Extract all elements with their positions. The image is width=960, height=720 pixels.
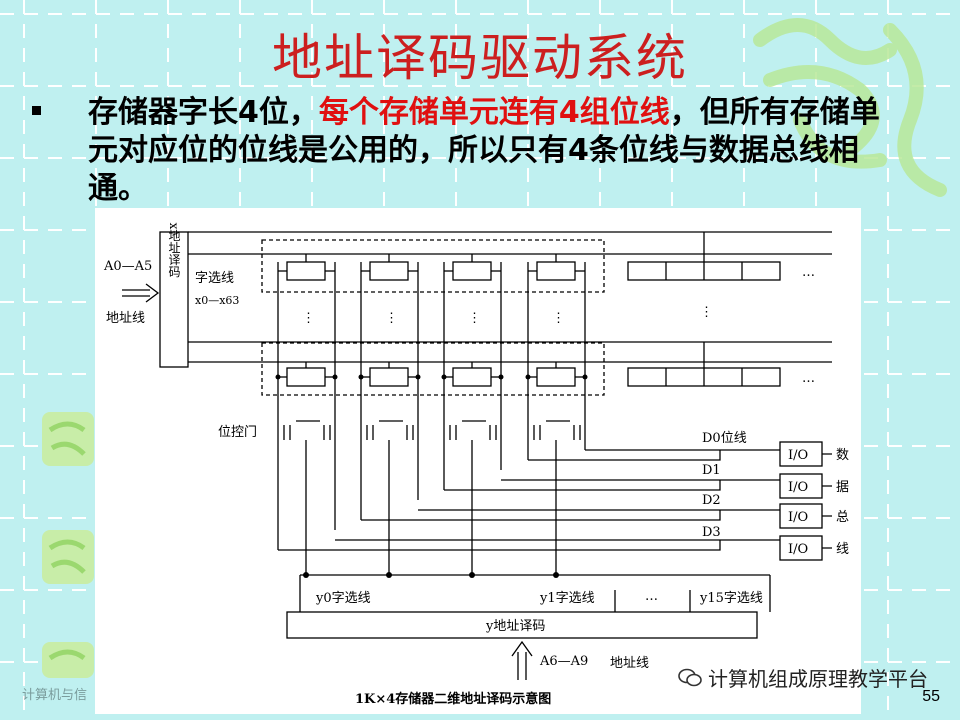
y0-select-label: y0字选线 xyxy=(315,591,371,606)
vdots-4: ⋮ xyxy=(700,305,713,320)
bus-char-1: 据 xyxy=(836,480,849,495)
io-label-3: I/O xyxy=(788,542,808,557)
watermark: 计算机组成原理教学平台 xyxy=(678,663,928,692)
diagram-caption: 1K×4存储器二维地址译码示意图 xyxy=(355,691,551,707)
x-decoder-box xyxy=(159,231,189,368)
bit-gate-label: 位控门 xyxy=(218,425,257,440)
vdots-0: ⋮ xyxy=(302,311,315,326)
page-number: 55 xyxy=(922,688,940,705)
decorative-logo-small xyxy=(42,530,94,584)
d0-label: D0位线 xyxy=(702,431,747,446)
y-address-label: A6—A9 xyxy=(539,654,588,669)
footer-course-label: 计算机与信 xyxy=(22,688,88,703)
memory-column-0 xyxy=(277,254,336,425)
io-label-1: I/O xyxy=(788,480,808,495)
io-box-2 xyxy=(779,503,823,529)
x-decoder-label: x地址译码 xyxy=(167,223,181,278)
vdots-3: ⋮ xyxy=(552,311,565,326)
bullet-square-icon xyxy=(32,106,41,115)
io-label-0: I/O xyxy=(788,448,808,463)
bullet-highlight: 每个存储单元连有4组位线 xyxy=(318,95,670,130)
d3-label: D3 xyxy=(702,525,721,540)
address-label: 地址线 xyxy=(106,311,145,326)
bullet-text-rest: ，但所有存储单元对应位的位线是公用的，所以只有4条位线与数据总线相通。 xyxy=(88,95,880,206)
decorative-logo-small xyxy=(42,412,94,466)
watermark-text: 计算机组成原理教学平台 xyxy=(708,667,928,691)
x-range-label: x0—x63 xyxy=(195,294,239,307)
y-decoder-label: y地址译码 xyxy=(485,619,545,634)
y-decoder-box xyxy=(286,611,758,639)
y-address-line-label: 地址线 xyxy=(610,656,649,671)
bus-char-3: 线 xyxy=(836,542,849,557)
bus-char-0: 数 xyxy=(836,448,849,463)
address-in-label: A0—A5 xyxy=(103,259,152,274)
decorative-logo-small xyxy=(42,642,94,678)
slide-title: 地址译码驱动系统 xyxy=(272,29,688,87)
io-box-1 xyxy=(779,473,823,499)
d2-label: D2 xyxy=(702,493,721,508)
y1-select-label: y1字选线 xyxy=(539,591,595,606)
vdots-1: ⋮ xyxy=(385,311,398,326)
row-ellipsis-top: … xyxy=(802,265,815,280)
decorative-logo-large xyxy=(753,18,947,197)
address-decoding-diagram: x地址译码 A0—A5 地址线 字选线 x0—x63 位控门 D0位线 D1 D… xyxy=(103,223,849,707)
memory-column-2 xyxy=(443,254,502,425)
memory-column-1 xyxy=(360,254,419,425)
memory-column-3 xyxy=(527,254,586,425)
y-ellipsis: … xyxy=(645,589,658,604)
word-select-label: 字选线 xyxy=(195,271,234,286)
y15-select-label: y15字选线 xyxy=(699,591,763,606)
io-label-2: I/O xyxy=(788,510,808,525)
d1-label: D1 xyxy=(702,463,721,478)
row-ellipsis-bottom: … xyxy=(802,371,815,386)
bullet-text: 存储器字长4位，每个存储单元连有4组位线，但所有存储单元对应位的位线是公用的，所… xyxy=(88,94,908,208)
bullet-text-prefix: 存储器字长4位， xyxy=(88,95,319,130)
vdots-2: ⋮ xyxy=(468,311,481,326)
bus-char-2: 总 xyxy=(836,510,849,525)
wechat-icon xyxy=(678,668,702,686)
io-box-0 xyxy=(779,441,823,467)
